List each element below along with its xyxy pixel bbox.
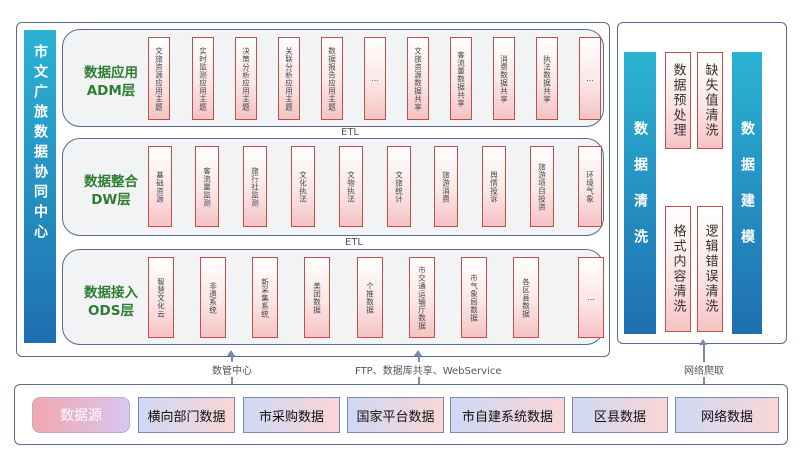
adm-item: 数据报告应用主题	[321, 37, 343, 120]
adm-item: 文旅资源数据共享	[407, 37, 429, 120]
source-item: 市采购数据	[243, 397, 340, 433]
ods-item: 各区县数据	[513, 257, 539, 338]
cleaning-item-format: 格式内容清洗	[665, 206, 691, 332]
dw-item: 文物执法	[339, 146, 363, 227]
ods-item: 智慧文化云	[148, 257, 174, 338]
cleaning-item-missing: 缺失值清洗	[697, 52, 723, 149]
source-item: 区县数据	[572, 397, 668, 433]
ods-item: 新采集系统	[252, 257, 278, 338]
ods-item: 市交通运输厅数据	[409, 257, 435, 338]
ods-layer-title: 数据接入ODS层	[84, 285, 138, 319]
dw-item: 基础资源	[148, 146, 172, 227]
ods-item: 非遗系统	[200, 257, 226, 338]
arrow-center-head	[414, 350, 422, 356]
adm-item: 消费数据共享	[493, 37, 515, 120]
cleaning-item-logic: 逻辑错误清洗	[697, 206, 723, 332]
ods-item: 美团数据	[304, 257, 330, 338]
arrow-label-right: 网络爬取	[684, 362, 724, 377]
adm-item: 执法数据共享	[536, 37, 558, 120]
adm-item: 客流量数据共享	[450, 37, 472, 120]
dw-item: 环境气象	[578, 146, 602, 227]
modeling-bar: 数据建模	[732, 52, 762, 334]
ods-item: 个推数据	[357, 257, 383, 338]
center-title: 市文广旅数据协同中心	[32, 44, 48, 244]
adm-item: …	[579, 37, 601, 120]
dw-layer-title: 数据整合DW层	[84, 174, 138, 208]
adm-item: 决策分析应用主题	[235, 37, 257, 120]
modeling-bar-label: 数据建模	[739, 121, 755, 265]
dw-item: 旅游项目投资	[530, 146, 554, 227]
dw-layer: 数据整合DW层	[62, 138, 604, 236]
cleaning-item-preprocess: 数据预处理	[665, 52, 691, 149]
ods-item: 市气象局数据	[461, 257, 487, 338]
center-title-bar: 市文广旅数据协同中心	[24, 30, 56, 343]
sources-title: 数据源	[32, 397, 130, 433]
cleaning-bar-label: 数据清洗	[632, 121, 648, 265]
adm-item: 文旅资源应用主题	[148, 37, 170, 120]
cleaning-bar: 数据清洗	[624, 52, 656, 334]
dw-item: 文化执法	[291, 146, 315, 227]
dw-item: 客流量监测	[195, 146, 219, 227]
source-item: 国家平台数据	[347, 397, 444, 433]
arrow-left-head	[227, 350, 235, 356]
arrow-right-head	[699, 339, 707, 345]
source-item: 市自建系统数据	[450, 397, 565, 433]
adm-item: 关联分析应用主题	[278, 37, 300, 120]
dw-item: 旅行社监测	[243, 146, 267, 227]
ods-item: …	[578, 257, 604, 338]
dw-item: 舆情投诉	[482, 146, 506, 227]
adm-item: …	[364, 37, 386, 120]
etl-label-top: ETL	[341, 127, 359, 138]
adm-item: 实时监测应用主题	[192, 37, 214, 120]
source-item: 横向部门数据	[138, 397, 235, 433]
etl-label-bottom: ETL	[345, 237, 363, 248]
arrow-label-left: 数管中心	[212, 362, 252, 377]
dw-item: 文旅统计	[387, 146, 411, 227]
dw-item: 旅游消费	[434, 146, 458, 227]
source-item: 网络数据	[675, 397, 779, 433]
arrow-label-center: FTP、数据库共享、WebService	[355, 362, 502, 377]
adm-layer-title: 数据应用ADM层	[84, 65, 138, 99]
